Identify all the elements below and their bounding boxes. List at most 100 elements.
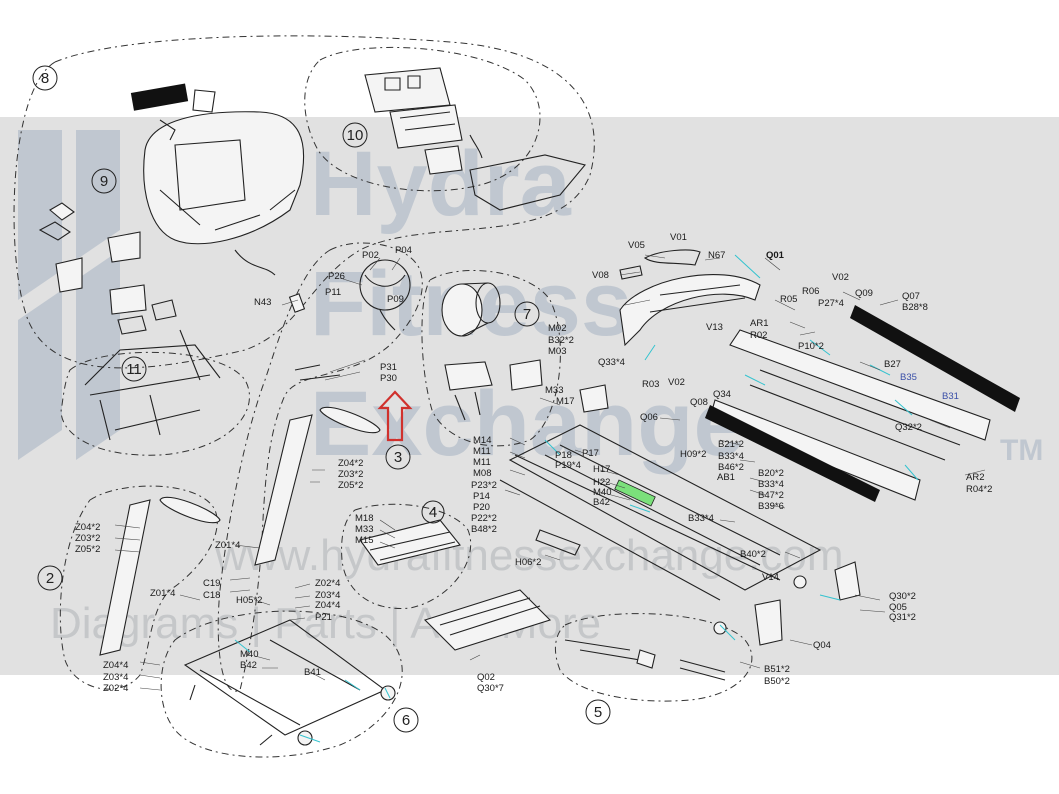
group-circle-6: 6: [393, 707, 419, 733]
label-M08: M08: [473, 468, 491, 479]
group-circle-3: 3: [385, 444, 411, 470]
label-Q02: Q02: [477, 672, 495, 683]
label-B21: B21*2: [718, 439, 744, 450]
handrail-assembly: [84, 329, 221, 441]
svg-text:2: 2: [46, 570, 54, 587]
svg-text:3: 3: [394, 449, 402, 466]
outline-group-2: [59, 485, 218, 690]
label-Z03-bottom: Z03*4: [103, 672, 128, 683]
outline-group-6: [160, 610, 403, 758]
label-B33-3: B33*4: [688, 513, 714, 524]
label-N43: N43: [254, 297, 271, 308]
group-circle-7: 7: [514, 301, 540, 327]
label-Z05-upright-right: Z05*2: [338, 480, 363, 491]
label-R03: R03: [642, 379, 659, 390]
label-R06: R06: [802, 286, 819, 297]
part-labels: V05 V01 N67 Q01 V08 V02 V13 Q33*4 R03 V0…: [75, 232, 992, 694]
label-Z04-upright-right: Z04*2: [338, 458, 363, 469]
outline-group-10: [304, 46, 541, 192]
label-Z03-upright-right: Z03*2: [338, 469, 363, 480]
label-B39: B39*6: [758, 501, 784, 512]
group-circle-9: 9: [91, 168, 117, 194]
label-P22: P22*2: [471, 513, 497, 524]
label-M17: M17: [556, 396, 574, 407]
label-B42-frame: B42: [593, 497, 610, 508]
label-P14: P14: [473, 491, 490, 502]
label-P18: P18: [555, 450, 572, 461]
label-M03: M03: [548, 346, 566, 357]
label-M33-incline: M33: [355, 524, 373, 535]
label-M40-frame: M40: [593, 487, 611, 498]
label-B41: B41: [304, 667, 321, 678]
label-H06: H06*2: [515, 557, 541, 568]
label-Z03-base: Z03*4: [315, 590, 340, 601]
label-M11-2: M11: [473, 457, 491, 468]
wiring-cluster: [359, 259, 411, 331]
watermark-logo: [18, 130, 120, 460]
red-arrow: [377, 390, 413, 442]
label-B32: B32*2: [548, 335, 574, 346]
lift-actuator-rod: [614, 479, 656, 507]
label-V05: V05: [628, 240, 645, 251]
label-AR2: AR2: [966, 472, 984, 483]
label-Q31: Q31*2: [889, 612, 916, 623]
label-R05: R05: [780, 294, 797, 305]
label-M40-base: M40: [240, 649, 258, 660]
label-Z04-base: Z04*4: [315, 600, 340, 611]
label-P31: P31: [380, 362, 397, 373]
label-B35: B35: [900, 372, 917, 383]
label-Q33: Q33*4: [598, 357, 625, 368]
label-V01: V01: [670, 232, 687, 243]
label-leaders: [114, 254, 986, 691]
svg-text:7: 7: [523, 306, 531, 323]
motor-assembly: [441, 282, 609, 421]
label-H05: H05*2: [236, 595, 262, 606]
group-outlines: [13, 35, 753, 758]
svg-text:10: 10: [347, 127, 364, 144]
label-B51: B51*2: [764, 664, 790, 675]
group-circle-5: 5: [585, 699, 611, 725]
label-R02: R02: [750, 330, 767, 341]
label-P30: P30: [380, 373, 397, 384]
label-M15: M15: [355, 535, 373, 546]
label-V02-top: V02: [832, 272, 849, 283]
label-Q09: Q09: [855, 288, 873, 299]
label-V02-mid: V02: [668, 377, 685, 388]
left-side-rail: [705, 405, 880, 502]
svg-text:4: 4: [429, 504, 437, 521]
label-B47: B47*2: [758, 490, 784, 501]
main-frame: [499, 424, 822, 635]
console-overlay-strip: [130, 83, 189, 111]
label-Z04-upright-left: Z04*2: [75, 522, 100, 533]
label-P23: P23*2: [471, 480, 497, 491]
label-P11: P11: [325, 287, 341, 298]
label-B28: B28*8: [902, 302, 928, 313]
label-Q34: Q34: [713, 389, 731, 400]
group-circle-10: 10: [342, 122, 368, 148]
label-B40: B40*2: [740, 549, 766, 560]
group-circle-2: 2: [37, 565, 63, 591]
group-numbers: 8 2 3 4 5 6 7 9 10 11: [32, 65, 611, 733]
label-Q07: Q07: [902, 291, 920, 302]
label-V08: V08: [592, 270, 609, 281]
watermark-tm: TM: [1000, 434, 1043, 467]
outline-group-5: [554, 613, 753, 702]
label-B33-2: B33*4: [758, 479, 784, 490]
group-circle-11: 11: [121, 356, 147, 382]
label-V13: V13: [706, 322, 723, 333]
label-Q08: Q08: [690, 397, 708, 408]
highlight-leaders: [234, 254, 919, 743]
label-M18: M18: [355, 513, 373, 524]
label-B33-1: B33*4: [718, 451, 744, 462]
label-Z01-upright-right: Z01*4: [215, 540, 240, 551]
label-Q05: Q05: [889, 602, 907, 613]
label-B48: B48*2: [471, 524, 497, 535]
label-P21: P21: [315, 612, 332, 623]
label-P19: P19*4: [555, 460, 581, 471]
label-Q01: Q01: [766, 250, 785, 261]
label-P02: P02: [362, 250, 379, 261]
display-assembly: [364, 67, 586, 211]
label-B27: B27: [884, 359, 901, 370]
incline-parts: [359, 519, 552, 651]
label-Z03-upright-left: Z03*2: [75, 533, 100, 544]
